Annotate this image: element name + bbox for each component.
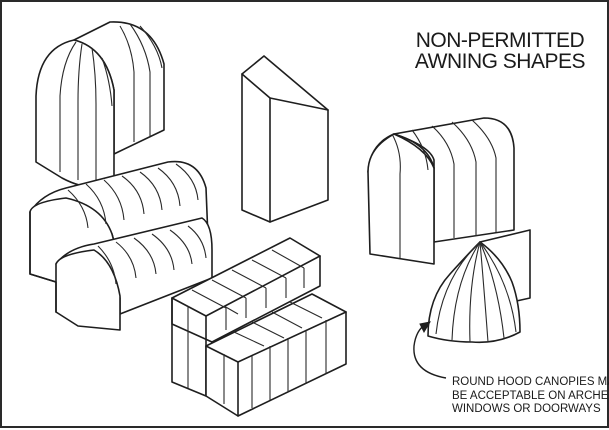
barrel-dome-awning-shape [35,21,165,189]
quarter-round-awning-shape [367,117,515,265]
stacked-box-awning-shape [171,237,347,417]
stacked-quarter-round-awning-shape [29,160,213,331]
canopy-note: ROUND HOOD CANOPIES MAY BE ACCEPTABLE ON… [452,376,609,417]
figure-title: NON-PERMITTED AWNING SHAPES [414,29,586,73]
callout-arrow [413,321,447,379]
tall-gable-awning-shape [241,55,329,223]
note-line-1: ROUND HOOD CANOPIES MAY [452,376,609,388]
note-line-3: WINDOWS OR DOORWAYS [452,403,601,415]
round-hood-canopy-shape [427,229,531,344]
note-line-2: BE ACCEPTABLE ON ARCHED [452,389,609,402]
title-line-2: AWNING SHAPES [414,50,586,73]
title-line-1: NON-PERMITTED [415,29,585,52]
